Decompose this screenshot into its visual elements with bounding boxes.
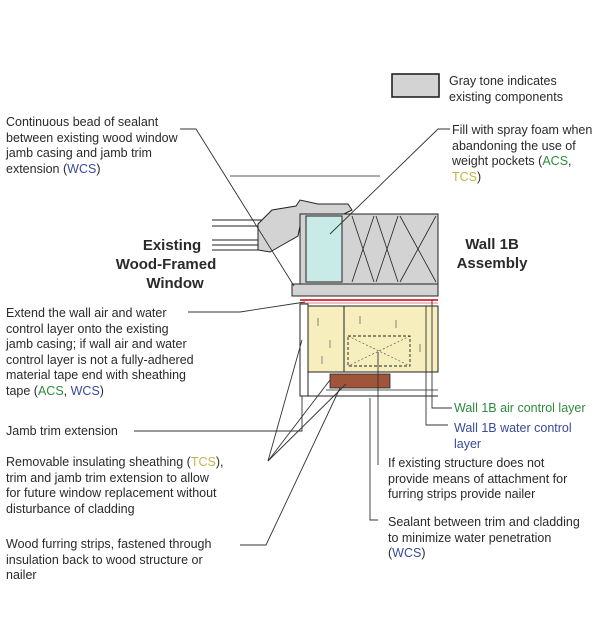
spray-foam-line-2: abandoning the use of <box>452 138 576 153</box>
tag-acs: ACS <box>542 154 569 168</box>
legend-gray-text-1: Gray tone indicates <box>449 74 557 88</box>
callout-nailer: If existing structure does not provide m… <box>388 456 567 503</box>
spray-foam-line-1: Fill with spray foam when <box>452 123 593 137</box>
callout-wood-furring: Wood furring strips, fastened through in… <box>6 537 211 584</box>
sealant-trim-line-3: (WCS) <box>388 546 580 562</box>
tag-wcs: WCS <box>70 383 100 398</box>
extend-wall-line-2: control layer onto the existing <box>6 321 169 336</box>
jamb-trim-extension <box>299 303 309 397</box>
nailer-line-3: furring strips provide nailer <box>388 487 536 501</box>
heading-existing-window-3: Window <box>146 275 204 292</box>
sealant-bead-line-2: between existing wood window <box>6 130 178 145</box>
heading-existing-window-1: Existing <box>142 237 202 254</box>
tag-acs: ACS <box>37 383 64 398</box>
spray-foam-line-3: weight pockets (ACS, <box>452 154 592 170</box>
removable-line-1: Removable insulating sheathing (TCS), <box>6 455 223 471</box>
callout-jamb-trim-extension: Jamb trim extension <box>6 424 118 438</box>
extend-wall-l6-mid: , <box>63 383 71 398</box>
nailer-cross-b <box>347 335 411 367</box>
spray-foam-line-4: TCS) <box>452 170 592 186</box>
spray-foam-weight-pocket <box>305 215 343 283</box>
extend-wall-l6-pre: tape ( <box>6 383 38 398</box>
callout-spray-foam: Fill with spray foam when abandoning the… <box>452 123 592 185</box>
callout-sealant-bead: Continuous bead of sealant between exist… <box>6 115 178 177</box>
sealant-bead-l4-pre: extension ( <box>6 161 68 176</box>
removable-line-2: trim and jamb trim extension to allow <box>6 470 209 485</box>
sealant-trim-l3-pre: ( <box>388 546 393 560</box>
extend-wall-line-6: tape (ACS, WCS) <box>6 384 194 400</box>
removable-line-4: disturbance of cladding <box>6 501 135 516</box>
furring-line-2: insulation back to wood structure or <box>6 552 203 567</box>
furring-line-1: Wood furring strips, fastened through <box>6 537 212 551</box>
water-layer-line-1: Wall 1B water control <box>454 421 572 435</box>
extend-wall-line-1: Extend the wall air and water <box>6 306 167 320</box>
spray-foam-l3-post: , <box>568 154 572 168</box>
removable-line-3: for future window replacement without <box>6 486 217 500</box>
tag-wcs: WCS <box>67 161 97 176</box>
callout-removable-sheathing: Removable insulating sheathing (TCS), tr… <box>6 455 223 517</box>
nailer-cross-a <box>347 335 411 367</box>
legend-gray-text-2: existing components <box>449 90 563 104</box>
insulation-dash-pattern <box>317 316 421 364</box>
tag-wcs: WCS <box>392 546 422 560</box>
sealant-bead-l4-post: ) <box>96 161 101 176</box>
legend-gray-swatch <box>391 73 440 98</box>
removable-l1-post: ), <box>215 455 224 469</box>
heading-existing-window-2: Wood-Framed <box>115 256 217 273</box>
existing-jamb-casing <box>291 283 439 297</box>
sealant-trim-line-2: to minimize water penetration <box>388 530 552 545</box>
extend-wall-line-4: control layer is not a fully-adhered <box>6 352 194 367</box>
heading-wall-1: Wall 1B <box>465 236 519 253</box>
stud-cross-marks <box>351 215 437 283</box>
heading-wall-2: Assembly <box>456 255 528 272</box>
sealant-bead-line-4: extension (WCS) <box>6 162 178 178</box>
water-layer-line-2: layer <box>454 436 482 451</box>
furring-line-3: nailer <box>6 568 37 582</box>
callout-air-control-layer: Wall 1B air control layer <box>454 401 586 415</box>
wood-furring-strip <box>329 373 391 389</box>
leader-lines <box>134 128 452 546</box>
callout-water-control-layer: Wall 1B water control layer <box>454 421 572 452</box>
removable-l1-pre: Removable insulating sheathing ( <box>6 455 191 469</box>
callout-sealant-trim: Sealant between trim and cladding to min… <box>388 515 580 562</box>
callout-extend-wall: Extend the wall air and water control la… <box>6 306 194 399</box>
sealant-trim-line-1: Sealant between trim and cladding <box>388 515 580 529</box>
extend-wall-line-5: material tape end with sheathing <box>6 368 186 382</box>
extend-wall-line-3: jamb casing; if wall air and water <box>6 337 187 351</box>
spray-foam-l4-post: ) <box>477 169 482 184</box>
nailer-dashed-box <box>347 335 411 367</box>
nailer-line-1: If existing structure does not <box>388 456 545 470</box>
sealant-bead-line-1: Continuous bead of sealant <box>6 115 159 129</box>
insulating-sheathing <box>307 305 439 373</box>
tag-tcs: TCS <box>452 169 477 184</box>
sealant-trim-l3-post: ) <box>421 546 426 560</box>
nailer-line-2: provide means of attachment for <box>388 471 568 486</box>
tag-tcs: TCS <box>190 455 216 469</box>
sealant-bead-line-3: jamb casing and jamb trim <box>6 146 152 160</box>
extend-wall-l6-post: ) <box>99 383 104 398</box>
spray-foam-l3-pre: weight pockets ( <box>452 154 543 168</box>
